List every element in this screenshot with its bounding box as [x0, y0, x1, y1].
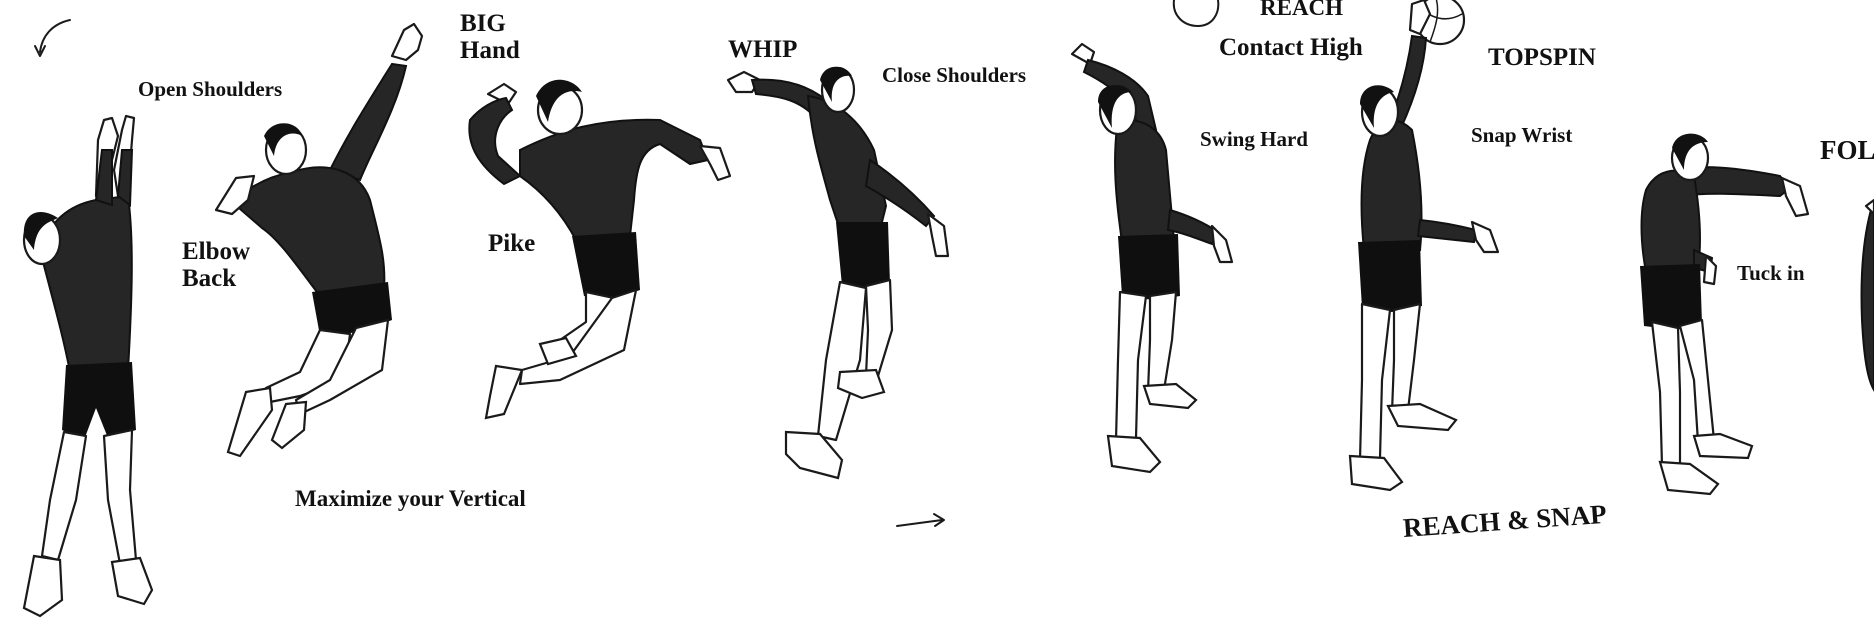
- label-big: BIG: [460, 10, 520, 37]
- figure-swing: [1072, 44, 1232, 472]
- label-close-shoulders: Close Shoulders: [882, 64, 1026, 87]
- label-elbow: Elbow: [182, 238, 250, 265]
- label-hand: Hand: [460, 37, 520, 64]
- right-arrow-icon: [897, 514, 944, 526]
- figure-contact: [1350, 0, 1498, 490]
- label-swing-hard: Swing Hard: [1200, 128, 1308, 151]
- label-big-hand: BIG Hand: [460, 10, 520, 64]
- label-topspin: TOPSPIN: [1488, 44, 1596, 71]
- label-pike: Pike: [488, 230, 535, 257]
- label-tuck-in: Tuck in: [1737, 262, 1805, 285]
- figure-follow-through: [1640, 134, 1808, 494]
- label-back: Back: [182, 265, 250, 292]
- label-fol: FOL: [1820, 136, 1874, 165]
- label-open-shoulders: Open Shoulders: [138, 78, 282, 101]
- figure-partial: [1862, 200, 1874, 390]
- curved-arrow-icon: [35, 20, 70, 56]
- ball-outline: [1174, 0, 1219, 26]
- label-elbow-back: Elbow Back: [182, 238, 250, 292]
- figure-whip: [728, 67, 948, 478]
- label-contact-high: Contact High: [1219, 34, 1363, 61]
- label-maximize-vertical: Maximize your Vertical: [295, 487, 526, 512]
- label-reach: REACH: [1260, 0, 1343, 21]
- label-whip: WHIP: [728, 36, 797, 63]
- figure-takeoff: [24, 116, 152, 616]
- label-snap-wrist: Snap Wrist: [1471, 124, 1572, 147]
